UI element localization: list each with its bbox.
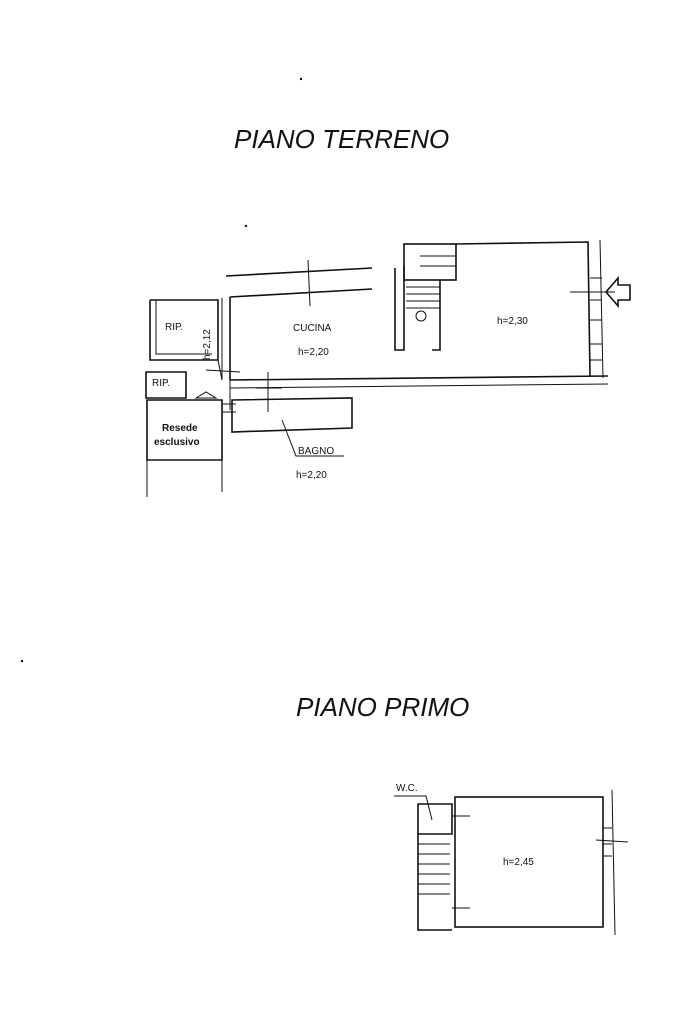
first-floor-main-room [454,796,604,928]
label-bagno-height: h=2,20 [296,470,327,481]
label-bagno: BAGNO [298,446,334,457]
ground-floor-plan [145,239,631,497]
bathroom-window [222,372,282,413]
small-arrow-icon [194,391,218,399]
entrance-arrow-icon [604,275,631,309]
passage [205,359,241,410]
stair-partition-left [394,266,405,351]
rip-lower-room [145,371,187,399]
first-floor-window [595,827,629,857]
wc-leader [394,795,433,821]
scan-dot [299,77,303,81]
bathroom-walls [231,397,353,433]
resede-extension [146,460,223,497]
label-main-room-height: h=2,30 [497,316,528,327]
main-room-outer-wall [599,239,604,379]
first-floor-plan [394,789,629,936]
label-resede-line2: esclusivo [154,437,200,448]
label-cucina-height: h=2,20 [298,347,329,358]
rip-upper-inner [155,300,212,355]
label-first-floor-height: h=2,45 [503,857,534,868]
first-floor-title: PIANO PRIMO [296,692,469,722]
label-resede-line1: Resede [162,423,198,434]
ground-floor-title: PIANO TERRENO [234,124,449,154]
first-floor-stair-treads [418,843,450,895]
stair-landing [403,243,457,281]
kitchen-window [297,259,319,307]
first-floor-door-ticks [452,815,470,909]
scan-dot [20,659,24,663]
label-rip-height: h=2,12 [202,329,213,360]
wc-room [417,803,453,835]
stair-partition-right [432,280,441,351]
bagno-leader [281,419,344,457]
label-cucina: CUCINA [293,323,332,334]
main-room-walls [455,241,591,377]
main-room-door [570,277,615,361]
scan-dot [244,224,248,228]
stair-icon [415,310,427,322]
label-wc: W.C. [396,783,418,794]
stair-treads [406,255,456,309]
stair-column [417,834,452,931]
label-rip-upper: RIP. [165,322,183,333]
first-floor-outer-wall [611,789,616,936]
main-bottom-wall-inner [229,383,609,389]
main-bottom-wall [229,375,609,381]
label-rip-lower: RIP. [152,378,170,389]
